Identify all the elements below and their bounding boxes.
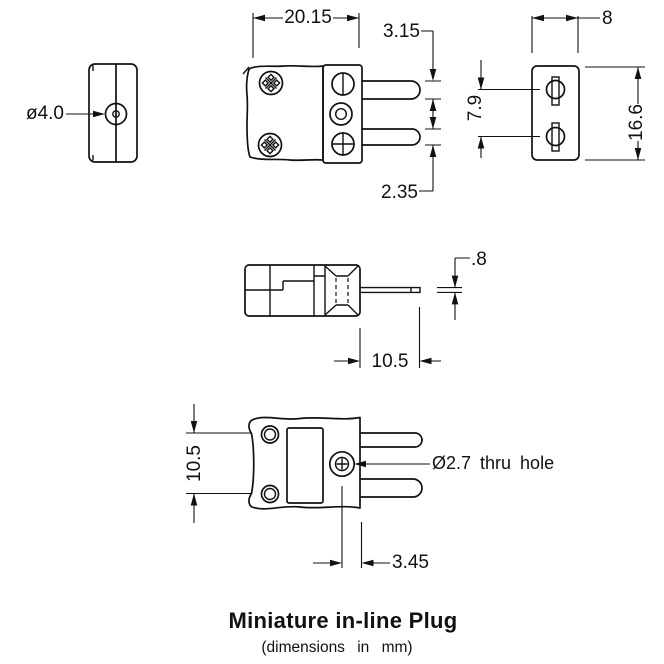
- thru-hole-crosshair: [336, 458, 348, 470]
- dim-lines-length: [252, 13, 360, 58]
- arrowhead-icon: [93, 110, 105, 118]
- dim-body-width: 10.5: [184, 445, 205, 482]
- dim-lines-body-width: [186, 404, 252, 523]
- arrowhead-icon: [347, 14, 359, 22]
- cable-entry-hole: [112, 110, 120, 118]
- profile-hidden-lines: [335, 278, 349, 303]
- end-cap-body: [88, 63, 138, 163]
- cable-entry-circle: [104, 102, 128, 126]
- front-view: 20.15 3.15 2.35: [242, 7, 441, 203]
- end-body: [531, 65, 580, 161]
- arrowhead-icon: [429, 117, 437, 129]
- top-view: Ø2.7 thru hole 10.5 3.45: [184, 404, 554, 573]
- front-housing-outline: [245, 64, 324, 162]
- arrowhead-icon: [634, 148, 642, 160]
- arrowhead-icon: [429, 145, 437, 157]
- top-housing-outline: [248, 416, 361, 510]
- arrowhead-icon: [429, 99, 437, 111]
- dim-body-length: 20.15: [284, 7, 332, 28]
- pin-blade-bottom: [361, 128, 421, 146]
- dim-lines-pin-length: [334, 307, 441, 368]
- drawing-subtitle: (dimensions in mm): [261, 639, 412, 656]
- dim-depth: 8: [602, 8, 613, 29]
- end-view: 8 7.9 16.6: [465, 8, 647, 161]
- dim-height: 16.6: [626, 104, 647, 141]
- dim-lines-hole-offset: [313, 486, 390, 568]
- arrowhead-icon: [419, 357, 432, 365]
- pin-blade-bottom: [359, 478, 423, 498]
- dim-lines-depth: [531, 16, 600, 53]
- pin-blade-top: [359, 432, 423, 448]
- note-thru-hole: Ø2.7 thru hole: [432, 453, 554, 473]
- arrowhead-icon: [477, 77, 485, 90]
- arrowhead-icon: [190, 493, 198, 506]
- rivet-outer: [260, 484, 280, 504]
- pin-section-circle-top: [545, 79, 566, 100]
- arrowhead-icon: [361, 559, 374, 567]
- dim-lines-height: [585, 66, 645, 161]
- dim-cable-diameter: ø4.0: [26, 103, 64, 124]
- pin-section-blade-bottom: [551, 122, 560, 152]
- dim-lines-pin-spacing: [478, 60, 540, 158]
- dim-bottom-pin-width: 2.35: [381, 182, 418, 203]
- dim-lines-thickness: [437, 257, 470, 320]
- dim-pin-length: 10.5: [372, 351, 409, 372]
- front-insert-block: [322, 64, 363, 164]
- dim-top-pin-width: 3.15: [383, 21, 420, 42]
- arrowhead-icon: [190, 421, 198, 433]
- label-window: [286, 427, 324, 504]
- arrowhead-icon: [348, 357, 360, 365]
- arrowhead-icon: [566, 14, 578, 22]
- dim-pin-thickness: .8: [471, 249, 487, 270]
- profile-bevels: [324, 265, 359, 316]
- profile-internal-lines: [245, 265, 326, 316]
- rivet-inner: [263, 428, 277, 441]
- center-bushing-inner: [335, 107, 348, 120]
- arrowhead-icon: [253, 14, 265, 22]
- screw-head-icon: [258, 70, 284, 96]
- arrowhead-icon: [330, 559, 342, 567]
- arrowhead-icon: [634, 67, 642, 79]
- pin-blade-top: [361, 80, 421, 100]
- arrowhead-icon: [451, 275, 459, 288]
- arrowhead-icon: [477, 136, 485, 149]
- drawing-title: Miniature in-line Plug: [228, 608, 457, 633]
- rivet-inner: [263, 487, 277, 501]
- arrowhead-icon: [354, 460, 366, 468]
- arrowhead-icon: [532, 14, 544, 22]
- pin-section-blade-top: [551, 76, 560, 106]
- screw-cross-lines: [332, 133, 354, 155]
- profile-pin-blade: [360, 286, 421, 294]
- rivet-outer: [260, 425, 280, 444]
- screw-head-icon: [257, 132, 283, 158]
- end-cap-view: ø4.0: [26, 63, 138, 163]
- mold-mark: [242, 66, 250, 75]
- profile-view: .8 10.5: [244, 249, 487, 372]
- thru-hole-inner: [334, 456, 350, 472]
- dim-hole-offset: 3.45: [392, 552, 429, 573]
- pin-section-circle-bottom: [545, 126, 566, 147]
- dim-pin-spacing: 7.9: [465, 95, 486, 121]
- center-bushing-outer: [329, 102, 353, 126]
- arrowhead-icon: [429, 69, 437, 81]
- arrowhead-icon: [451, 292, 459, 305]
